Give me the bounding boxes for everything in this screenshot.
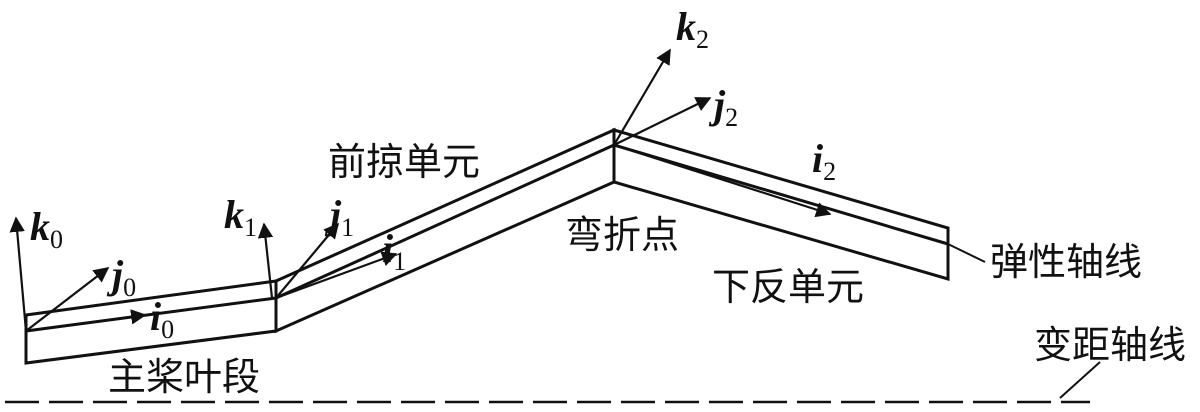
main-segment-label: 主桨叶段 — [108, 355, 260, 399]
k0-label: k0 — [30, 204, 63, 254]
anhedral-label: 下反单元 — [712, 265, 864, 309]
pitch-axis-label: 变距轴线 — [1034, 323, 1186, 367]
k2-vector — [613, 48, 671, 146]
elastic-axis-label: 弹性轴线 — [990, 240, 1142, 284]
k1-vector — [257, 222, 274, 299]
k2-label: k2 — [676, 4, 709, 54]
k0-vector — [9, 216, 28, 332]
j2-vector — [613, 97, 712, 146]
j0-label: j0 — [106, 252, 136, 302]
pitch-axis-leader — [1059, 361, 1101, 399]
elastic-axis-line — [25, 143, 949, 332]
j1-vector — [275, 222, 339, 299]
k1-label: k1 — [224, 192, 257, 242]
i0-label: i0 — [150, 294, 174, 344]
forward-sweep-label: 前掠单元 — [328, 140, 480, 184]
elastic-axis-leader — [947, 243, 986, 263]
i2-vector — [613, 143, 832, 218]
i1-vector — [275, 251, 398, 300]
j0-vector — [25, 267, 110, 332]
i0-vector — [25, 309, 147, 333]
i1-label: i1 — [382, 226, 406, 276]
bend-point-label: 弯折点 — [565, 213, 679, 257]
i2-label: i2 — [812, 136, 836, 186]
j2-label: j2 — [708, 82, 738, 132]
